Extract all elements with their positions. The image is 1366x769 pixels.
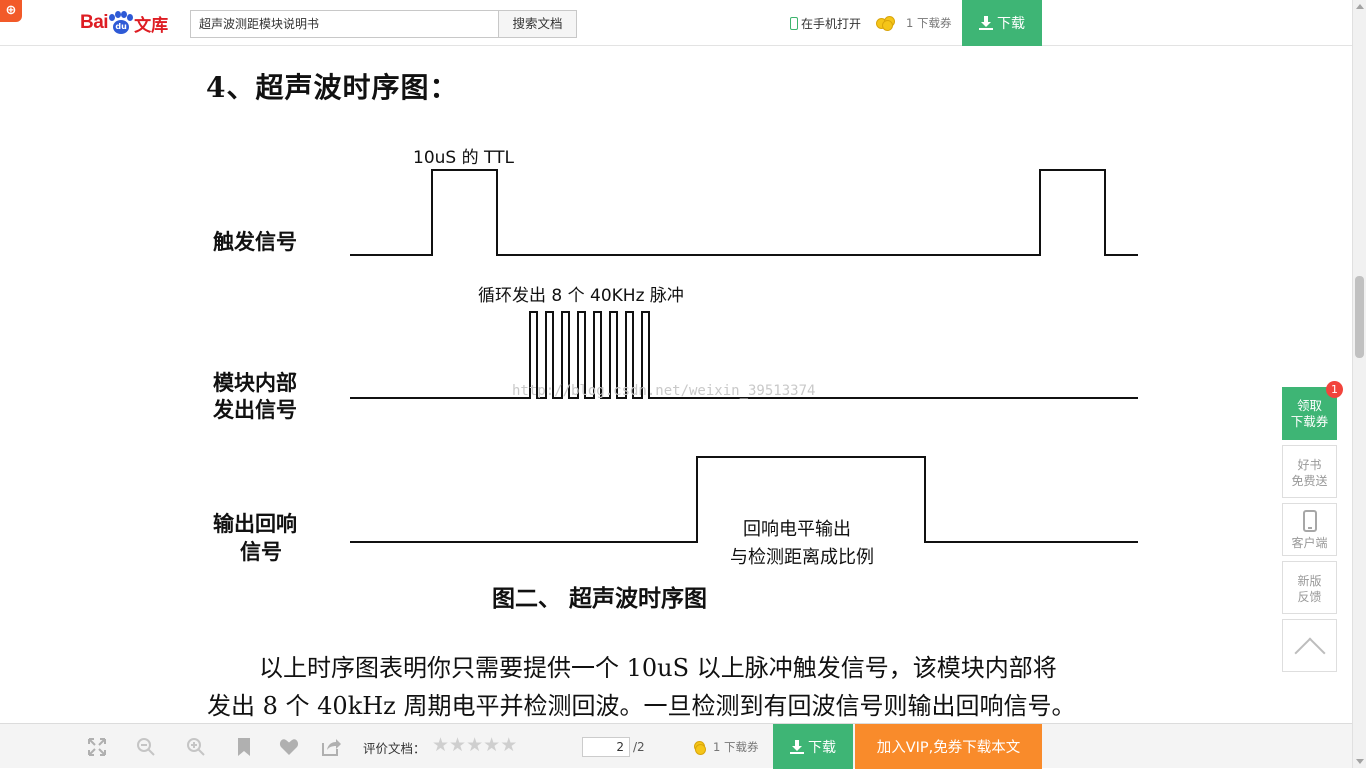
download-label: 下载 — [997, 16, 1025, 32]
download-icon — [979, 16, 993, 30]
coupon-badge: 1 — [1326, 381, 1343, 398]
fullscreen-icon[interactable] — [87, 737, 107, 757]
free-book-label-1: 好书 — [1297, 458, 1322, 472]
scrollbar-thumb[interactable] — [1355, 276, 1364, 358]
trigger-signal-label: 触发信号 — [213, 230, 297, 254]
free-book-button[interactable]: 好书 免费送 — [1282, 445, 1337, 498]
echo-signal-label-1: 输出回响 — [213, 512, 297, 536]
vip-download-button[interactable]: 加入VIP,免券下载本文 — [855, 724, 1042, 769]
client-app-button[interactable]: 客户端 — [1282, 503, 1337, 556]
feedback-label-2: 反馈 — [1297, 590, 1322, 604]
trigger-signal-waveform — [350, 169, 1138, 256]
phone-icon — [790, 17, 798, 30]
rating-label: 评价文档： — [363, 741, 426, 756]
paragraph-line-2: 发出 8 个 40kHz 周期电平并检测回波。一旦检测到有回波信号则输出回响信号… — [207, 692, 1076, 720]
coupon-count: 1 — [906, 16, 914, 30]
coin-icon — [694, 740, 708, 755]
app-corner-icon[interactable]: ⊕ — [0, 0, 22, 22]
ttl-label: 10uS 的 TTL — [413, 148, 514, 168]
coin-icon — [876, 16, 898, 31]
logo-wenku-text: 文库 — [134, 15, 169, 36]
star-icon[interactable]: ★ — [500, 734, 518, 756]
free-book-label-2: 免费送 — [1291, 474, 1328, 488]
logo-bai-text: Bai — [80, 12, 109, 33]
document-page: 4、超声波时序图： 10uS 的 TTL 触发信号 循环发出 8 个 40KHz… — [0, 46, 1352, 723]
star-icon[interactable]: ★ — [432, 734, 450, 756]
scroll-up-arrow-icon[interactable] — [1356, 4, 1364, 9]
phone-icon — [1302, 510, 1317, 532]
echo-signal-waveform — [350, 456, 1138, 543]
baidu-paw-icon: du — [109, 11, 134, 35]
claim-coupon-label-2: 下载券 — [1290, 414, 1329, 429]
search-input[interactable]: 超声波测距模块说明书 — [190, 10, 499, 38]
baidu-wenku-logo[interactable]: Bai du 文库 — [80, 9, 168, 37]
internal-signal-waveform — [350, 311, 1138, 399]
scroll-top-button[interactable] — [1282, 619, 1337, 672]
heart-icon[interactable] — [279, 737, 299, 757]
coupon-indicator: 1 下载券 — [876, 15, 951, 31]
logo-du-text: du — [113, 20, 130, 34]
blog-watermark: http://blog.csdn.net/weixin_39513374 — [512, 383, 815, 399]
download-button-bottom[interactable]: 下载 — [773, 724, 853, 769]
timing-diagram: 10uS 的 TTL 触发信号 循环发出 8 个 40KHz 脉冲 模块内部 发… — [212, 148, 1138, 568]
coupon-count-bottom: 1 — [713, 740, 721, 754]
page-total: /2 — [633, 740, 645, 754]
client-app-label: 客户端 — [1291, 536, 1328, 550]
download-label-bottom: 下载 — [808, 739, 836, 756]
share-icon[interactable] — [321, 737, 341, 757]
search-button[interactable]: 搜索文档 — [498, 10, 577, 38]
echo-signal-label-2: 信号 — [240, 540, 282, 564]
download-button[interactable]: 下载 — [962, 0, 1042, 46]
echo-note-1: 回响电平输出 — [743, 519, 851, 540]
open-on-phone-label: 在手机打开 — [801, 17, 862, 31]
page-number-input[interactable]: 2 — [582, 737, 630, 757]
body-paragraph: 以上时序图表明你只需要提供一个 10uS 以上脉冲触发信号，该模块内部将 发出 … — [207, 649, 1167, 723]
coupon-label: 下载券 — [916, 16, 952, 30]
claim-coupon-button[interactable]: 1 领取 下载券 — [1282, 381, 1343, 440]
internal-signal-label-1: 模块内部 — [213, 371, 297, 395]
paragraph-line-1: 以上时序图表明你只需要提供一个 10uS 以上脉冲触发信号，该模块内部将 — [259, 654, 1057, 682]
section-heading: 4、超声波时序图： — [206, 71, 459, 104]
claim-coupon-label-1: 领取 — [1296, 398, 1322, 413]
zoom-in-icon[interactable] — [186, 737, 206, 757]
star-icon[interactable]: ★ — [466, 734, 484, 756]
feedback-button[interactable]: 新版 反馈 — [1282, 561, 1337, 614]
coupon-label-bottom: 下载券 — [723, 740, 759, 754]
zoom-out-icon[interactable] — [136, 737, 156, 757]
bookmark-icon[interactable] — [234, 737, 254, 757]
feedback-label-1: 新版 — [1297, 574, 1322, 588]
scroll-down-arrow-icon[interactable] — [1356, 759, 1364, 764]
page-scrollbar[interactable] — [1352, 0, 1366, 768]
coupon-indicator-bottom: 1 下载券 — [694, 739, 758, 755]
star-icon[interactable]: ★ — [483, 734, 501, 756]
star-icon[interactable]: ★ — [449, 734, 467, 756]
scroll-top-icon — [1293, 637, 1326, 669]
top-bar: ⊕ Bai du 文库 超声波测距模块说明书 搜索文档 在手机打开 1 下载券 … — [0, 0, 1352, 46]
bottom-toolbar: 评价文档： ★ ★ ★ ★ ★ 2 /2 1 下载券 下载 加入VIP,免券下载… — [0, 723, 1352, 769]
download-icon — [790, 739, 804, 754]
internal-signal-label-2: 发出信号 — [212, 398, 297, 422]
pulse-burst-label: 循环发出 8 个 40KHz 脉冲 — [478, 286, 684, 306]
echo-note-2: 与检测距离成比例 — [730, 547, 874, 568]
rating-stars[interactable]: ★ ★ ★ ★ ★ — [432, 735, 517, 755]
open-on-phone-link[interactable]: 在手机打开 — [790, 15, 861, 32]
figure-caption: 图二、 超声波时序图 — [492, 586, 708, 612]
